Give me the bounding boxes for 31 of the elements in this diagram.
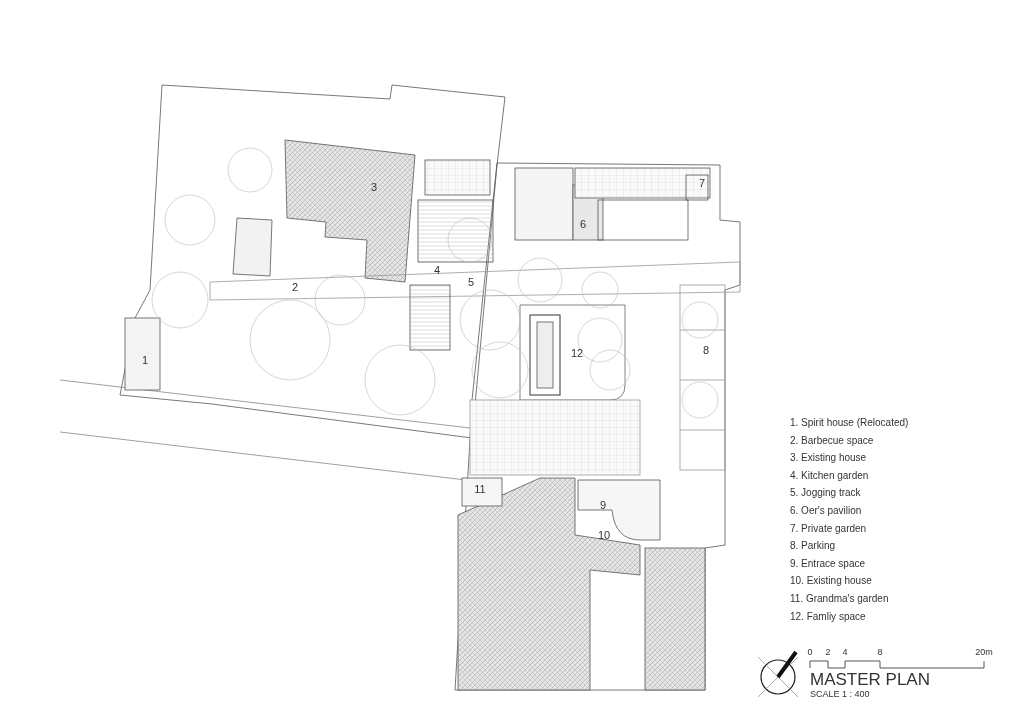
plan-title: MASTER PLAN bbox=[810, 671, 930, 688]
callout-number: 9 bbox=[599, 499, 607, 511]
scale-label: 20m bbox=[975, 648, 993, 657]
legend-item: 10. Existing house bbox=[790, 576, 872, 587]
legend-item: 12. Famliy space bbox=[790, 611, 866, 622]
legend-item: 8. Parking bbox=[790, 541, 836, 552]
callout-number: 12 bbox=[570, 347, 584, 359]
legend-item: 6. Oer's pavilion bbox=[790, 506, 862, 516]
callout-number: 4 bbox=[433, 264, 441, 276]
legend-item: 11. Grandma's garden bbox=[790, 594, 889, 604]
callout-number: 1 bbox=[141, 354, 149, 366]
scale-label: 8 bbox=[877, 648, 883, 657]
callout-number: 11 bbox=[474, 483, 486, 495]
legend-item: 7. Private garden bbox=[790, 523, 867, 534]
callout-number: 5 bbox=[467, 276, 475, 288]
callout-number: 10 bbox=[597, 529, 611, 541]
scale-label: 4 bbox=[842, 648, 848, 657]
legend-item: 3. Existing house bbox=[790, 453, 867, 464]
scale-label: 0 bbox=[807, 648, 813, 657]
callout-number: 8 bbox=[702, 344, 710, 356]
callout-number: 2 bbox=[291, 281, 299, 293]
scale-caption: SCALE 1 : 400 bbox=[810, 690, 870, 699]
legend-item: 5. Jogging track bbox=[790, 488, 861, 499]
legend-item: 1. Spirit house (Relocated) bbox=[790, 418, 909, 428]
legend-item: 4. Kitchen garden bbox=[790, 470, 869, 481]
scale-label: 2 bbox=[825, 648, 831, 657]
callout-number: 6 bbox=[579, 218, 587, 230]
legend-item: 9. Entrace space bbox=[790, 558, 866, 569]
legend-item: 2. Barbecue space bbox=[790, 435, 874, 446]
callout-number: 7 bbox=[698, 177, 706, 189]
callout-number: 3 bbox=[370, 181, 378, 193]
